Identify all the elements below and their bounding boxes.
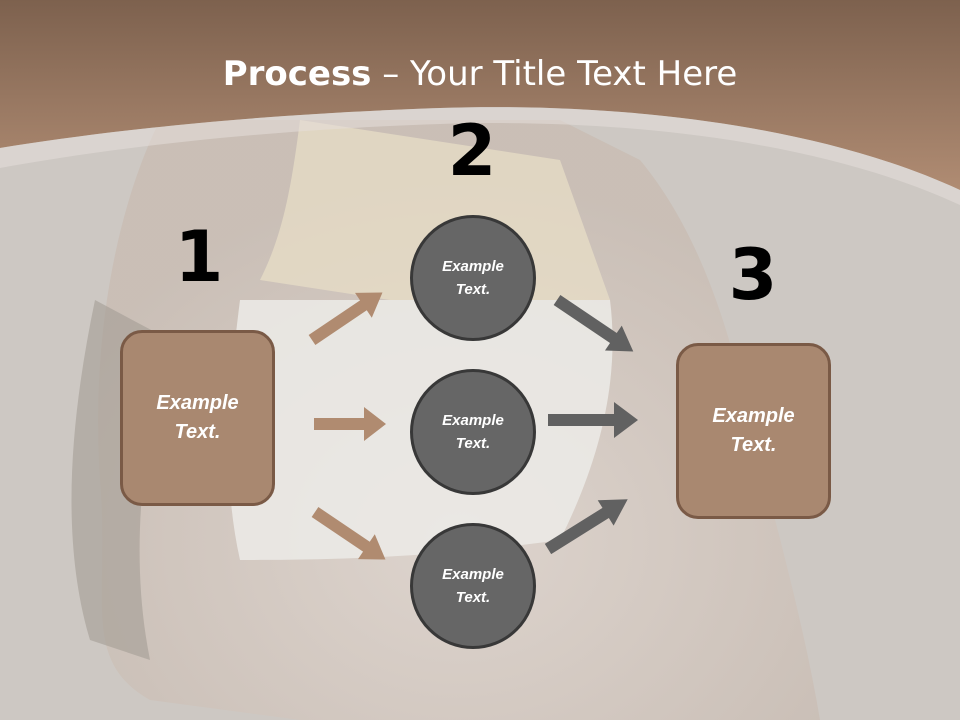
step-number-3: 3 xyxy=(728,234,778,316)
arrow-top-right-icon xyxy=(553,295,634,352)
left-box: Example Text. xyxy=(120,330,275,506)
step-number-2: 2 xyxy=(447,110,497,192)
right-box-label: Example Text. xyxy=(712,405,795,456)
left-box-label: Example Text. xyxy=(156,392,239,443)
circle-bottom: Example Text. xyxy=(410,523,536,649)
arrow-bottom-right-icon xyxy=(544,499,628,555)
step-number-1: 1 xyxy=(174,216,224,298)
title-bold: Process xyxy=(222,54,372,94)
circle-top-label: Example Text. xyxy=(442,258,504,298)
circle-top: Example Text. xyxy=(410,215,536,341)
circle-middle: Example Text. xyxy=(410,369,536,495)
arrow-left-up-icon xyxy=(308,292,383,345)
title-rest: – Your Title Text Here xyxy=(371,54,738,94)
arrow-left-right-icon xyxy=(314,407,386,441)
slide-title: Process – Your Title Text Here xyxy=(0,52,960,96)
arrow-middle-right-icon xyxy=(548,402,638,438)
circle-bottom-label: Example Text. xyxy=(442,566,504,606)
arrow-left-down-icon xyxy=(311,507,386,560)
circle-middle-label: Example Text. xyxy=(442,412,504,452)
right-box: Example Text. xyxy=(676,343,831,519)
